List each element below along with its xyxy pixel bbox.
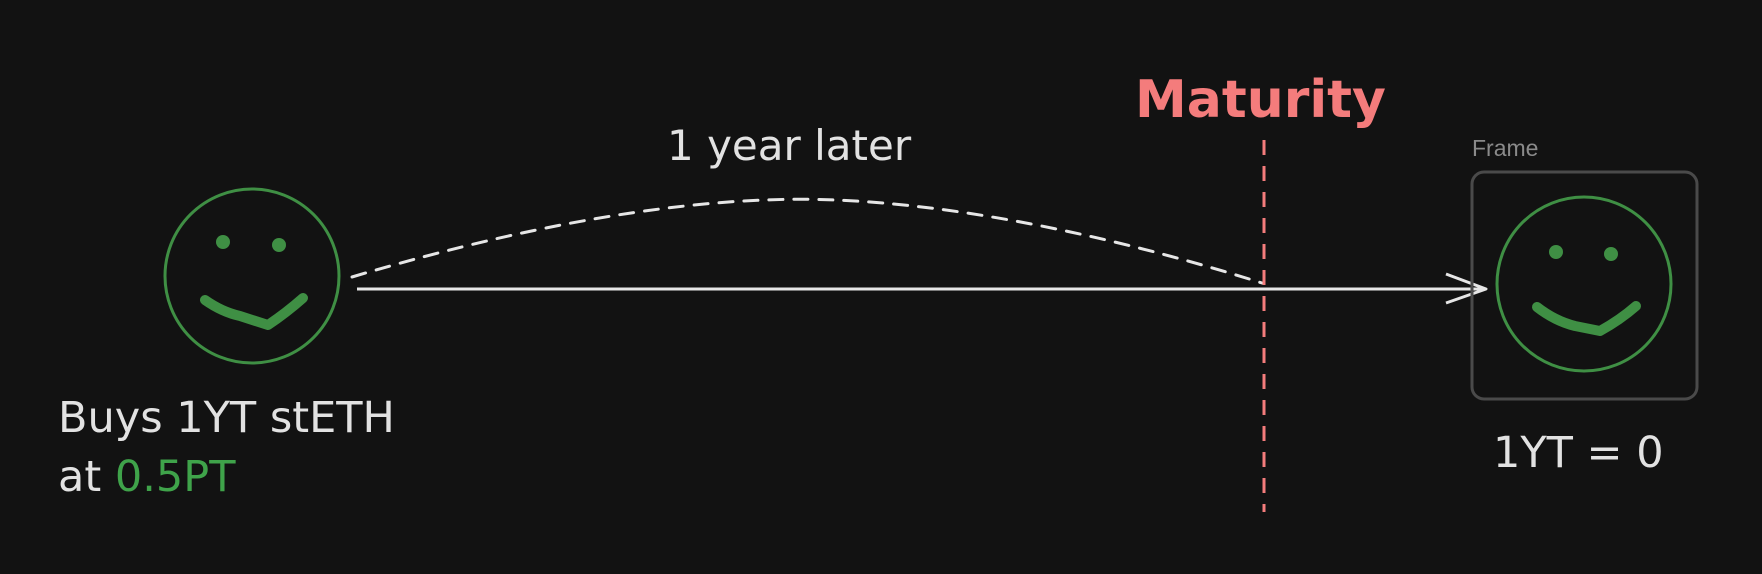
buyer-caption-line1: Buys 1YT stETH <box>58 393 395 443</box>
result-caption: 1YT = 0 <box>1493 428 1664 478</box>
end-smiley-face-icon <box>1495 195 1673 373</box>
buyer-caption-price: 0.5PT <box>114 452 236 502</box>
frame-label: Frame <box>1472 135 1539 161</box>
arrow-head <box>1445 272 1488 305</box>
buyer-caption-line2: at 0.5PT <box>58 456 235 499</box>
maturity-label: Maturity <box>1135 70 1386 130</box>
frame-box <box>1470 170 1699 401</box>
curve-label: 1 year later <box>667 121 912 170</box>
start-smiley-face-icon <box>163 187 341 365</box>
dashed-time-curve <box>350 197 1264 285</box>
buyer-caption-at: at <box>58 452 115 502</box>
